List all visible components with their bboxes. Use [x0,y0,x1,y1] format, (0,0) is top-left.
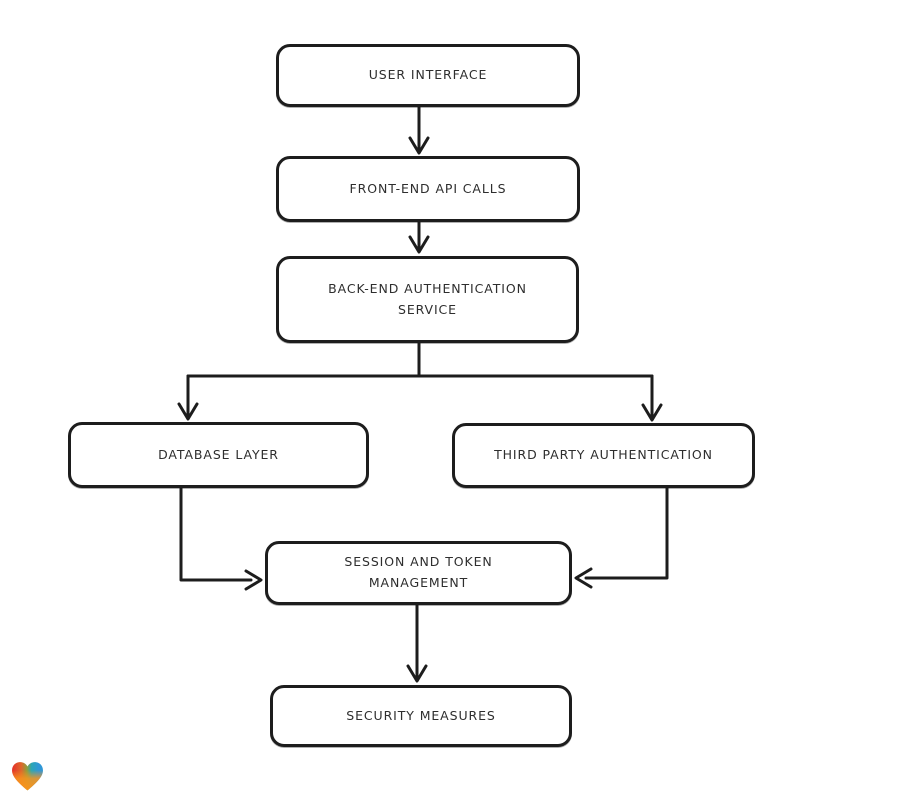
edge-third-party-authentication-to-session-and-token-management [574,486,669,589]
heart-logo-icon [12,762,43,791]
arrowhead-left-icon [574,567,593,589]
edge-session-and-token-management-to-security-measures [406,603,428,683]
node-label: SESSION AND TOKEN MANAGEMENT [344,554,493,590]
arrowhead-down-icon [641,403,663,422]
arrowhead-down-icon [177,402,199,421]
edge-back-end-authentication-service-split [177,341,663,422]
node-label: THIRD PARTY AUTHENTICATION [494,447,713,463]
arrowhead-down-icon [408,136,430,155]
node-label: USER INTERFACE [368,67,488,83]
node-front-end-api-calls: FRONT-END API CALLS [276,156,580,222]
arrowhead-right-icon [244,569,263,591]
node-label: DATABASE LAYER [158,446,279,462]
edge-database-layer-to-session-and-token-management [179,486,263,591]
node-third-party-authentication: THIRD PARTY AUTHENTICATION [452,423,755,488]
node-session-and-token-management: SESSION AND TOKEN MANAGEMENT [265,541,572,605]
node-user-interface: USER INTERFACE [276,44,580,107]
arrowhead-down-icon [406,664,428,683]
edge-front-end-api-calls-to-back-end-authentication-service [408,220,430,254]
edge-user-interface-to-front-end-api-calls [408,105,430,155]
node-security-measures: SECURITY MEASURES [270,685,572,747]
node-label: SECURITY MEASURES [346,707,496,723]
arrowhead-down-icon [408,235,430,254]
node-database-layer: DATABASE LAYER [68,422,369,488]
node-back-end-authentication-service: BACK-END AUTHENTICATION SERVICE [276,256,579,343]
node-label: BACK-END AUTHENTICATION SERVICE [328,280,527,317]
node-label: FRONT-END API CALLS [349,180,507,196]
